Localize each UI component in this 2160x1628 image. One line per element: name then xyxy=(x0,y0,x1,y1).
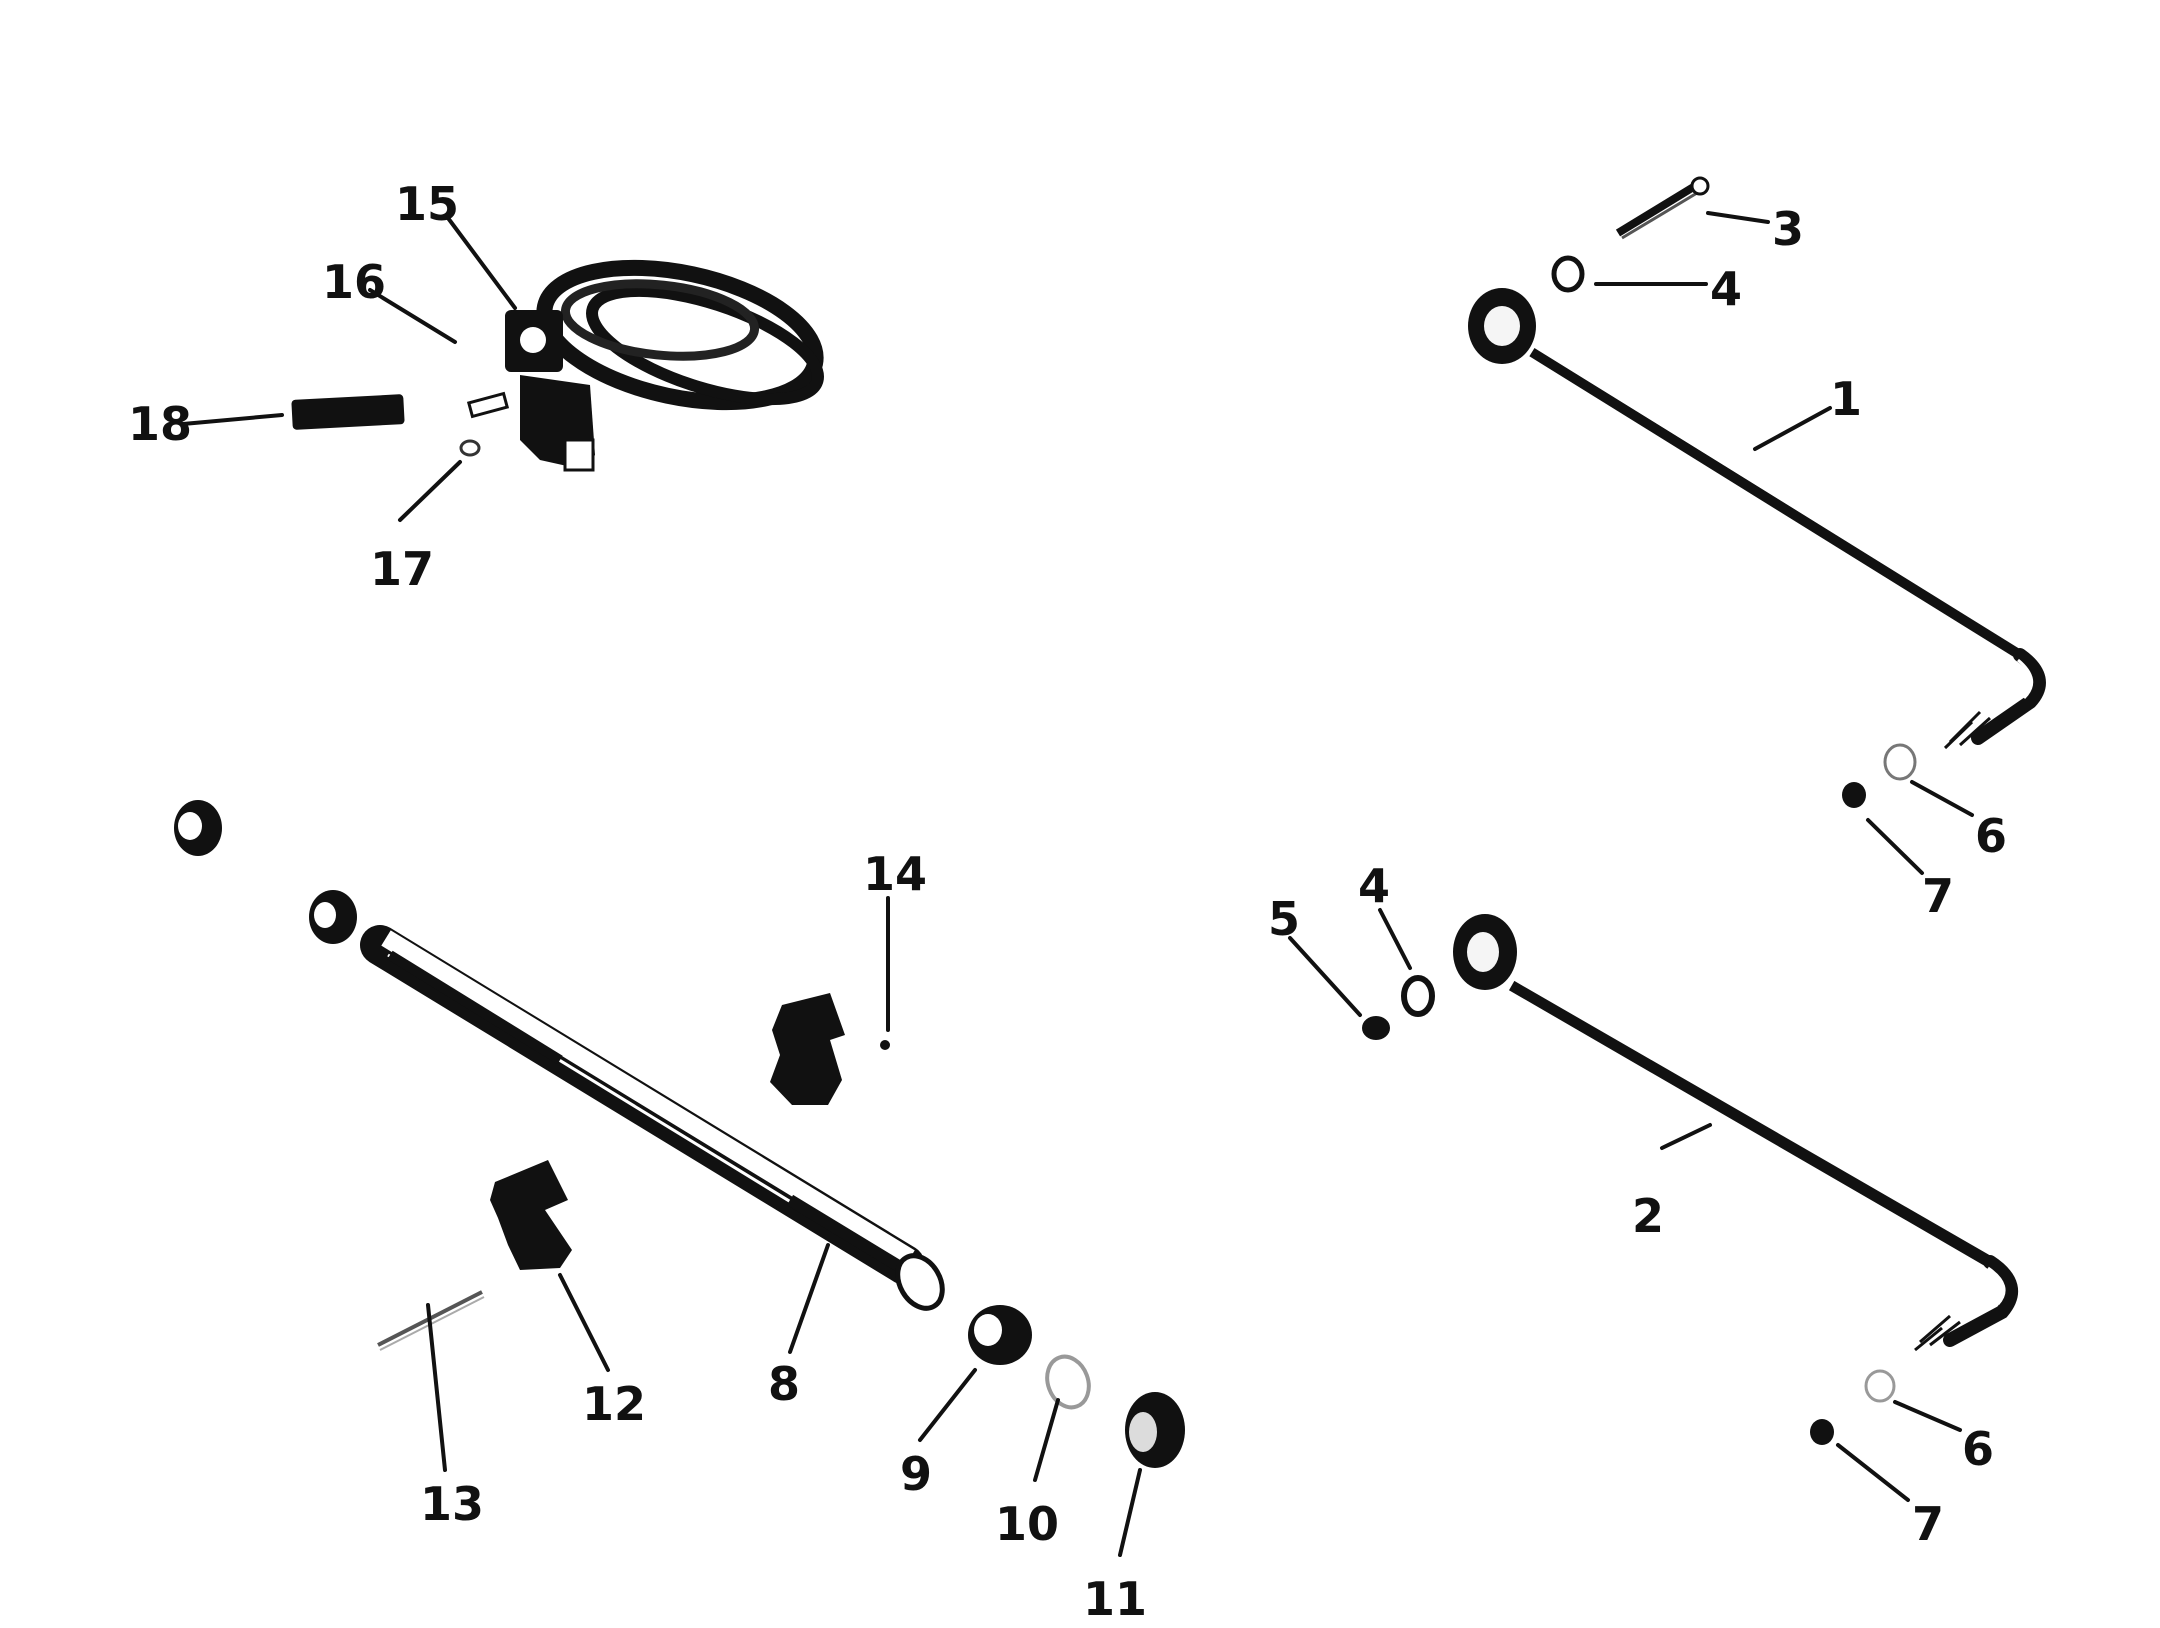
wire-lead-assembly xyxy=(291,259,824,472)
nut xyxy=(1810,1419,1834,1445)
washer xyxy=(1401,975,1435,1017)
callout-7-upper: 7 xyxy=(1922,869,1954,923)
callout-17: 17 xyxy=(370,542,434,596)
washer xyxy=(1551,255,1585,293)
small-pin xyxy=(880,1040,890,1050)
cotter-pin xyxy=(1615,176,1710,240)
callout-4-lower: 4 xyxy=(1358,859,1390,913)
callout-2: 2 xyxy=(1632,1189,1664,1243)
callout-1: 1 xyxy=(1830,372,1862,426)
callout-18: 18 xyxy=(128,397,192,451)
callout-3: 3 xyxy=(1772,202,1804,256)
callout-13: 13 xyxy=(420,1477,484,1531)
rubber-block xyxy=(490,993,845,1270)
callout-15: 15 xyxy=(395,177,459,231)
callout-5: 5 xyxy=(1268,892,1300,946)
callout-4-upper: 4 xyxy=(1710,262,1742,316)
callout-6-lower: 6 xyxy=(1962,1422,1994,1476)
callout-16: 16 xyxy=(322,255,386,309)
shift-rod-assembly xyxy=(174,800,1185,1468)
callout-11: 11 xyxy=(1083,1572,1147,1626)
washer xyxy=(1864,1369,1896,1403)
nut xyxy=(1362,1016,1390,1040)
callout-14: 14 xyxy=(863,847,927,901)
lower-link-rod xyxy=(1453,914,2018,1352)
leader-lines xyxy=(181,211,1974,1557)
callout-8: 8 xyxy=(768,1357,800,1411)
washer xyxy=(1883,743,1917,781)
upper-link-rod xyxy=(1468,288,2046,750)
callout-12: 12 xyxy=(582,1377,646,1431)
nut xyxy=(1842,782,1866,808)
callout-10: 10 xyxy=(995,1497,1059,1551)
callout-6-upper: 6 xyxy=(1975,809,2007,863)
callout-9: 9 xyxy=(900,1447,932,1501)
callout-7-lower: 7 xyxy=(1912,1497,1944,1551)
